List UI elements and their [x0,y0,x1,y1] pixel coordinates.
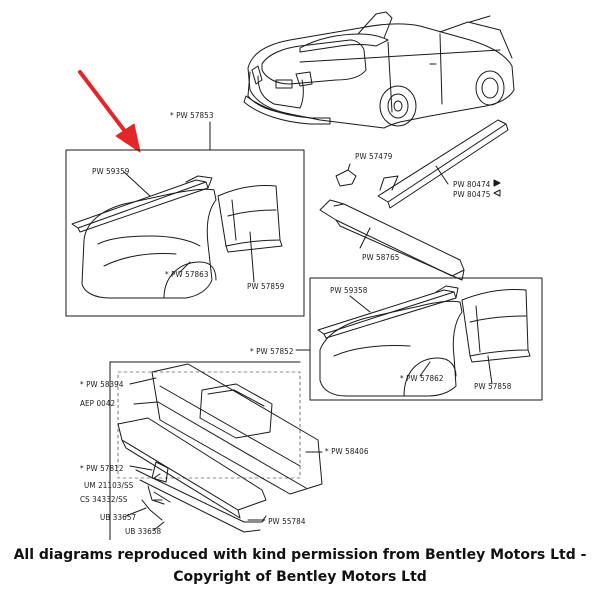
label-aep-0042: AEP 0042 [80,399,116,408]
label-pw-57862: * PW 57862 [400,374,444,383]
parts-diagram: * PW 57853 PW 59359 * PW 57863 PW 57859 … [65,11,543,540]
label-pw-80475: PW 80475 [453,190,491,199]
label-ub-33658: UB 33658 [125,527,162,536]
label-um-21103-ss: UM 21103/SS [84,481,134,490]
label-pw-58394: * PW 58394 [80,380,124,389]
label-pw-57852: * PW 57852 [250,347,294,356]
caption-line-1: All diagrams reproduced with kind permis… [13,547,587,563]
label-pw-55784: * PW 55784 [262,517,306,526]
car-illustration [243,11,515,129]
label-pw-57479: PW 57479 [355,152,393,161]
sill-panel-group [319,119,509,281]
label-cs-34332-ss: CS 34332/SS [80,495,128,504]
panel-box-rear-valance [109,361,323,540]
caption-line-2: Copyright of Bentley Motors Ltd [173,569,427,585]
label-pw-57863: * PW 57863 [165,270,209,279]
filled-triangle-marker [493,179,501,187]
label-pw-80474: PW 80474 [453,180,491,189]
hollow-triangle-marker [493,189,501,197]
label-pw-59359: PW 59359 [92,167,130,176]
label-pw-58406: * PW 58406 [325,447,369,456]
label-ub-33657: UB 33657 [100,513,137,522]
label-pw-57859: PW 57859 [247,282,285,291]
diagram-artwork [65,11,543,540]
panel-box-right-rear-wing [295,277,543,401]
red-pointer-arrow [78,70,141,153]
copyright-caption: All diagrams reproduced with kind permis… [0,544,600,588]
label-pw-58765: PW 58765 [362,253,400,262]
label-pw-57812: * PW 57812 [80,464,124,473]
panel-box-left-rear-wing [65,121,305,317]
label-pw-57858: PW 57858 [474,382,512,391]
label-pw-59358: PW 59358 [330,286,368,295]
label-pw-57853: * PW 57853 [170,111,214,120]
